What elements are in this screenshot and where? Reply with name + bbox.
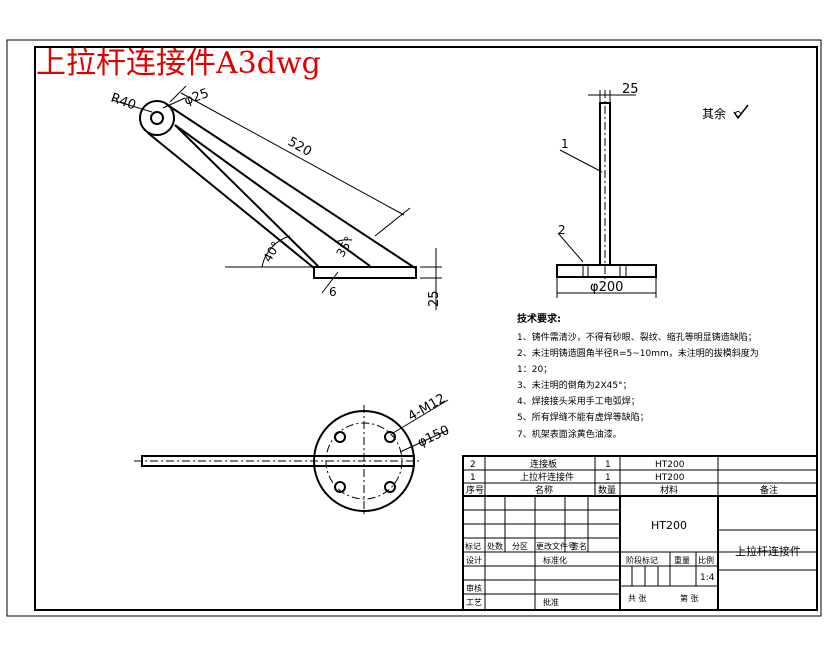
angle-40-arc (261, 235, 291, 268)
weight-label: 重量 (674, 555, 690, 565)
hole-circle (150, 111, 164, 125)
bom-row-2-qty: 1 (605, 460, 611, 470)
scale-value: 1:4 (700, 573, 715, 583)
part-name-value: 上拉杆连接件 (735, 544, 801, 558)
roughness-label: 其余 (702, 106, 726, 121)
approve-label: 批准 (543, 597, 559, 607)
arm-inner-right (174, 124, 371, 267)
tech-item-3: 1：20； (517, 365, 552, 375)
bom-header-remark: 备注 (760, 484, 778, 496)
stage-label: 阶段标记 (626, 555, 658, 565)
bom-row-2-name: 连接板 (530, 458, 557, 470)
rev-label-mark: 标记 (465, 541, 481, 551)
rev-label-sign: 签名 (571, 541, 587, 551)
tech-item-6: 5、所有焊缝不能有虚焊等缺陷； (517, 411, 649, 423)
scale-label: 比例 (698, 555, 714, 565)
balloon-1-leader (559, 149, 603, 173)
dim-150-label: φ150 (415, 423, 452, 451)
dim-150-leader (399, 429, 449, 453)
boss-circle (139, 100, 175, 136)
top-view: 4-M12 φ150 (134, 391, 452, 517)
bolt-hole-3 (334, 481, 346, 493)
tech-item-1: 1、铸件需清沙，不得有砂眼、裂纹、缩孔等明显铸造缺陷； (517, 331, 757, 343)
sheets-label: 共 张 (628, 594, 647, 603)
bolt-hole-4 (384, 481, 396, 493)
rev-label-count: 处数 (487, 541, 503, 551)
bom-row-2-material: HT200 (655, 460, 685, 470)
rev-label-zone: 分区 (512, 542, 528, 551)
roughness-circle (735, 111, 741, 117)
material-value: HT200 (651, 519, 687, 532)
outer-frame (6, 39, 822, 617)
dim-phi25-leader (162, 97, 186, 109)
tech-requirements: 技术要求: 1、铸件需清沙，不得有砂眼、裂纹、缩孔等明显铸造缺陷； 2、未注明铸… (517, 312, 759, 440)
process-label: 工艺 (466, 598, 482, 607)
angle-35-arc (334, 239, 353, 243)
bom-header-material: 材料 (660, 484, 678, 496)
dim-520-line (180, 92, 405, 216)
dim-520-label: 520 (285, 134, 314, 159)
weld-label: 6 (329, 285, 337, 299)
bom-row-1-name: 上拉杆连接件 (520, 471, 574, 483)
arm-upper-edge (165, 103, 416, 269)
bolt-hole-2 (384, 431, 396, 443)
watermark-title: 上拉杆连接件A3dwg (36, 46, 321, 81)
tech-item-7: 7、机架表面涂黄色油漆。 (517, 428, 622, 440)
bom-row-1-no: 1 (470, 473, 476, 483)
dim-25-label: 25 (427, 290, 442, 307)
rev-label-docno: 更改文件号 (536, 541, 576, 551)
bom-row-1-material: HT200 (655, 473, 685, 483)
bom-row-1-qty: 1 (605, 473, 611, 483)
balloon-2-leader (557, 232, 584, 263)
front-plate (556, 264, 657, 278)
tech-title: 技术要求: (517, 312, 561, 325)
arm-lower-edge (147, 132, 315, 269)
weld-leader (321, 271, 339, 294)
bom-header-no: 序号 (466, 484, 484, 496)
dim-m12-label: 4-M12 (406, 391, 449, 424)
design-label: 设计 (466, 555, 482, 565)
sheet-label: 第 张 (680, 593, 699, 603)
base-plate (313, 266, 417, 279)
check-label: 审核 (466, 583, 482, 593)
front-view: 25 1 2 φ200 (556, 82, 657, 298)
tech-item-2: 2、未注明铸造圆角半径R=5~10mm，未注明的拔模斜度为 (517, 347, 759, 359)
title-block-frame (462, 455, 818, 611)
bom-header-qty: 数量 (598, 484, 616, 496)
dim-520-ext1 (169, 85, 187, 103)
standard-label: 标准化 (543, 555, 567, 565)
dim-520-ext2 (374, 207, 411, 237)
dim-w-label: 25 (622, 82, 639, 97)
tech-item-5: 4、焊接接头采用手工电弧焊； (517, 395, 640, 407)
dim-r40-leader (111, 99, 153, 113)
arm-inner-left (174, 124, 319, 267)
balloon-2-label: 2 (558, 223, 566, 237)
inner-frame (34, 46, 818, 611)
side-view: 520 R40 φ25 40° 35° 6 25 (109, 85, 442, 310)
bom-row-2-no: 2 (470, 460, 476, 470)
title-block: 2 连接板 1 HT200 1 上拉杆连接件 1 HT200 序号 名称 数量 … (462, 455, 818, 611)
angle-35-label: 35° (333, 234, 356, 259)
dim-phi25-label: φ25 (182, 86, 211, 109)
bolt-hole-1 (334, 431, 346, 443)
bom-header-name: 名称 (535, 484, 553, 496)
dim-r40-label: R40 (109, 91, 138, 114)
dim-200-label: φ200 (590, 280, 623, 295)
dim-m12-leader (392, 399, 449, 434)
tech-item-4: 3、未注明的倒角为2X45°； (517, 379, 632, 391)
balloon-1-label: 1 (561, 137, 569, 151)
weld-hatch (582, 265, 627, 277)
